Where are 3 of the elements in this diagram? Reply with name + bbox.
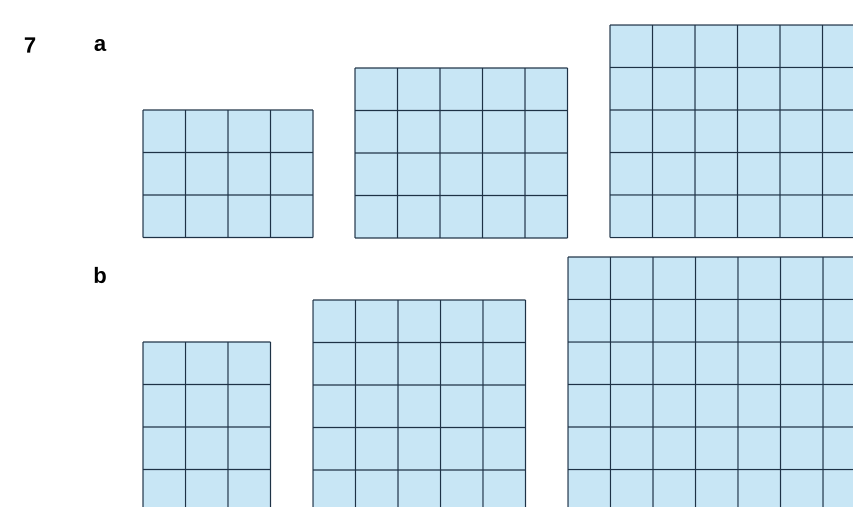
panel-label: b bbox=[94, 266, 106, 284]
panel-label: 7 bbox=[24, 37, 36, 53]
panel-label: a bbox=[94, 38, 106, 52]
